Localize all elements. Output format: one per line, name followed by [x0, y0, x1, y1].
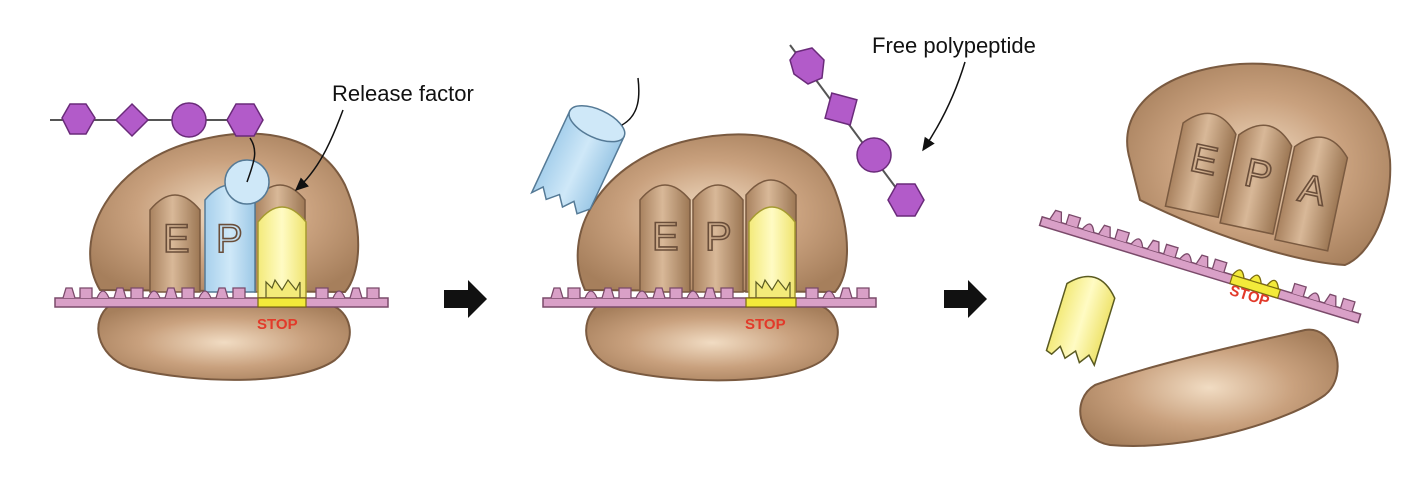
p-site-slot	[692, 184, 744, 293]
e-site-slot	[149, 194, 201, 293]
e-site-label: E	[163, 217, 190, 261]
e-site-label: E	[652, 215, 679, 259]
a-site-slot	[1273, 136, 1349, 252]
right-arrow-icon	[444, 280, 487, 318]
mrna-strand-3	[1038, 209, 1362, 324]
release-factor-label: Release factor	[332, 81, 474, 106]
e-site-slot	[639, 184, 691, 293]
panel-2: E P STOP Free polypeptide	[530, 33, 1036, 382]
mrna-strand-2	[542, 287, 877, 308]
p-site-label: P	[216, 217, 243, 261]
p-site-slot	[1219, 124, 1293, 235]
free-polypeptide	[789, 47, 925, 217]
panel-3: E P A STOP	[1038, 62, 1392, 447]
release-factor	[257, 206, 307, 299]
stop-codon-label-1: STOP	[257, 316, 298, 333]
free-polypeptide-label: Free polypeptide	[872, 33, 1036, 58]
panel-1: E P STOP Release factor	[50, 81, 474, 381]
departing-trna	[530, 105, 626, 215]
small-subunit	[97, 304, 351, 381]
stop-codon-label-2: STOP	[745, 316, 786, 333]
right-arrow-icon	[944, 280, 987, 318]
e-site-slot	[1164, 112, 1237, 219]
p-site-label: P	[705, 215, 732, 259]
mrna-strand-1	[54, 287, 389, 308]
small-subunit	[585, 304, 839, 382]
small-subunit	[1079, 328, 1339, 447]
release-factor	[748, 206, 796, 299]
released-release-factor	[1045, 275, 1116, 368]
polypeptide-chain	[61, 102, 264, 138]
